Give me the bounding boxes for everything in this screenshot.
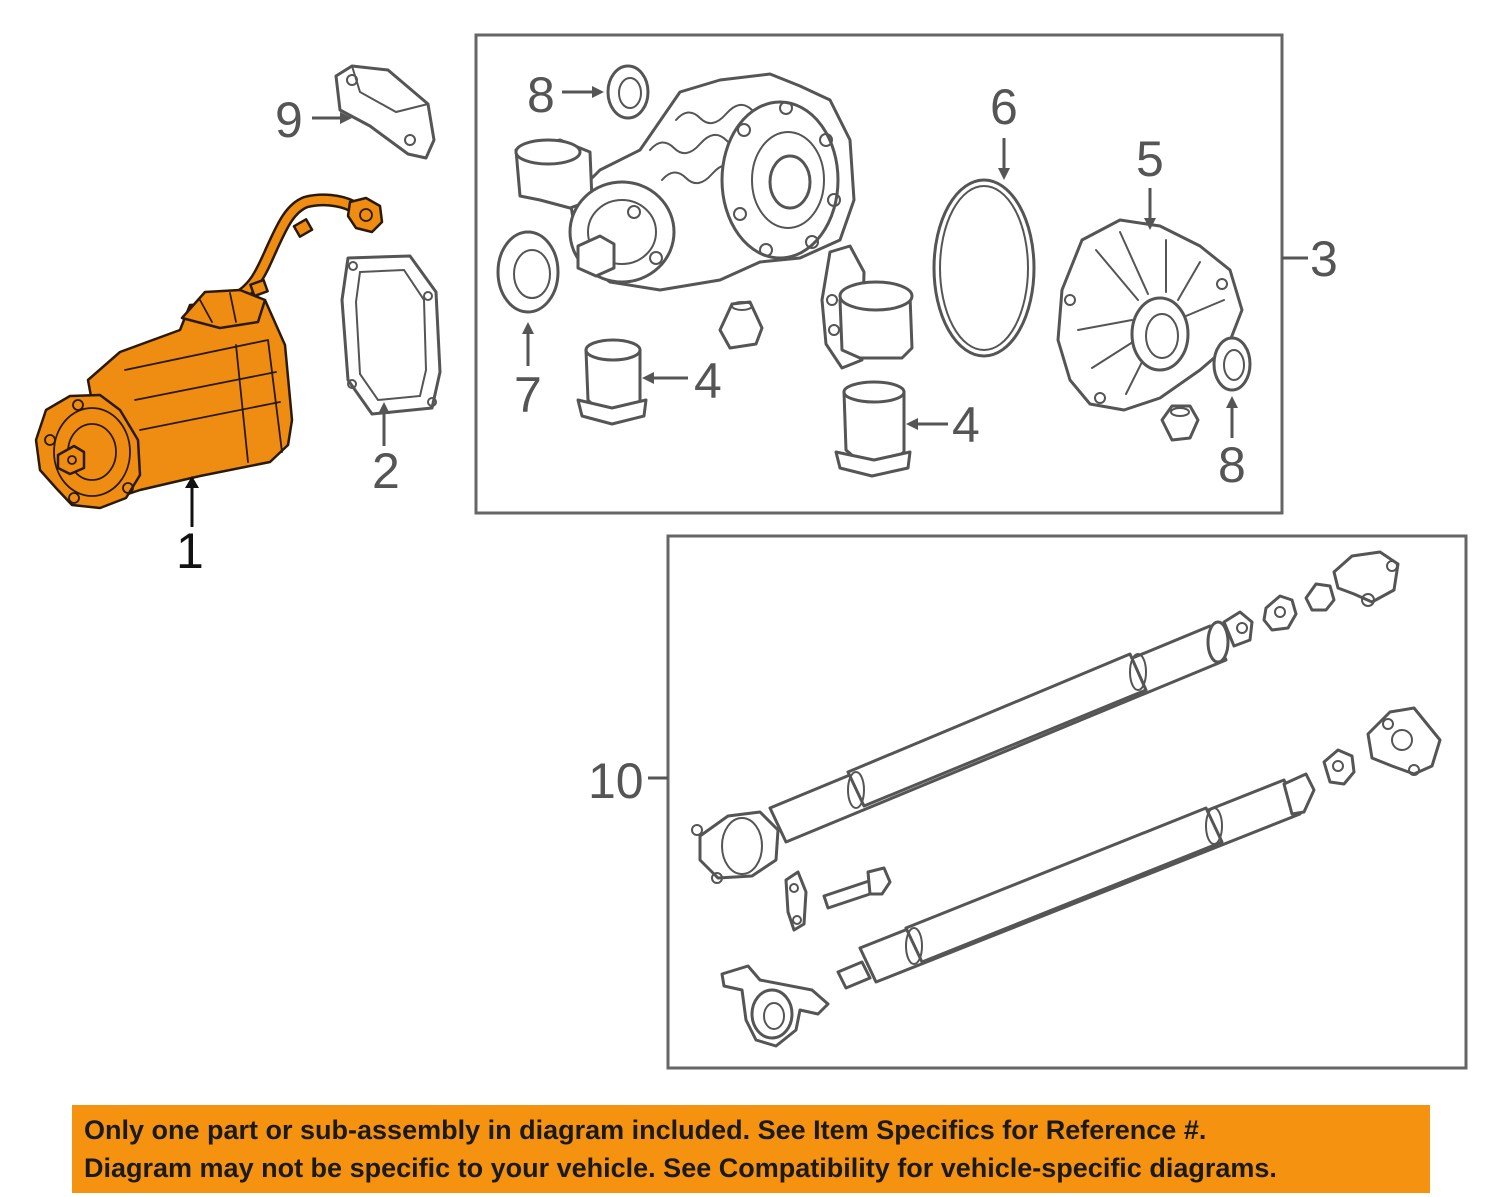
svg-text:8: 8 [527,67,555,123]
bracket-part-9 [334,64,436,160]
callout-10: 10 [588,753,668,809]
disclaimer-banner: Only one part or sub-assembly in diagram… [72,1105,1430,1193]
retainer-and-bolt [784,866,892,932]
u-joint-upper [1262,550,1400,632]
mount-bracket-sleeve [820,244,914,370]
callout-8-top: 8 [527,67,604,123]
seal-part-7 [496,230,560,314]
svg-text:3: 3 [1310,231,1338,287]
svg-text:9: 9 [275,92,303,148]
disclaimer-line-2: Diagram may not be specific to your vehi… [84,1153,1277,1183]
center-support-bearing [720,964,830,1048]
highlighted-motor-assembly [34,193,384,510]
differential-carrier [514,72,856,292]
o-ring-part-6 [932,178,1036,358]
callout-2: 2 [372,402,400,499]
svg-text:5: 5 [1136,131,1164,187]
plug-small [1160,404,1200,442]
callout-1-label: 1 [176,523,204,579]
callout-1: 1 [176,476,204,579]
bushing-part-4-left [576,338,648,426]
plug-cone [718,300,764,350]
callout-6: 6 [990,79,1018,180]
u-joint-lower [1322,706,1442,786]
bushing-part-4-right [834,380,912,478]
callout-8-right: 8 [1218,396,1246,493]
callout-4-right: 4 [906,397,980,453]
group-box-propshaft [666,534,1468,1070]
seal-part-8-right [1212,336,1252,392]
disclaimer-line-1: Only one part or sub-assembly in diagram… [84,1115,1207,1145]
rear-cover-part-5 [1056,218,1244,412]
svg-text:7: 7 [514,367,542,423]
callout-4-left: 4 [642,353,722,409]
callout-7: 7 [514,322,542,423]
propeller-shaft-upper [691,610,1254,884]
svg-text:6: 6 [990,79,1018,135]
svg-text:4: 4 [952,397,980,453]
svg-text:8: 8 [1218,437,1246,493]
propeller-shaft-lower [836,772,1316,990]
gasket-part-2 [340,254,442,416]
svg-text:4: 4 [694,353,722,409]
callout-9: 9 [275,92,352,148]
callout-5: 5 [1136,131,1164,230]
seal-part-8-top [606,64,650,120]
svg-text:10: 10 [588,753,644,809]
svg-text:2: 2 [372,443,400,499]
group-box-differential [474,33,1284,515]
callout-3: 3 [1282,231,1338,287]
